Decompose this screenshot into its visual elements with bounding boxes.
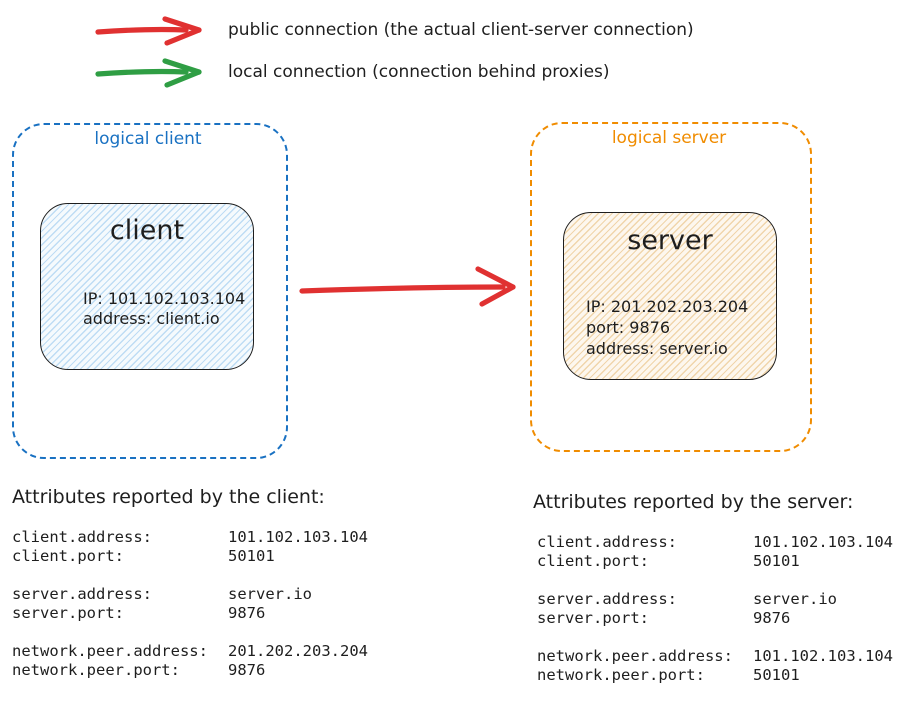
attr-row: network.peer.port: 9876 xyxy=(12,661,368,680)
attr-row: client.port: 50101 xyxy=(12,547,368,566)
attr-value: 101.102.103.104 xyxy=(753,533,893,551)
attr-value: server.io xyxy=(753,590,837,608)
attr-key: server.address: xyxy=(12,585,152,603)
attr-group: client.address: 101.102.103.104 client.po… xyxy=(537,533,893,571)
attr-key: network.peer.address: xyxy=(537,647,733,665)
client-node-title: client xyxy=(109,215,185,246)
attr-value: 9876 xyxy=(753,609,791,627)
server-node-line-port: port: 9876 xyxy=(586,318,670,337)
attr-key: client.port: xyxy=(12,547,124,565)
attr-row: network.peer.port: 50101 xyxy=(537,666,893,685)
attr-key: server.port: xyxy=(12,604,124,622)
logical-server-label: logical server xyxy=(611,128,727,148)
public-connection-arrow-icon xyxy=(95,16,202,46)
attr-key: network.peer.address: xyxy=(12,642,208,660)
legend-label-local: local connection (connection behind prox… xyxy=(228,62,610,82)
attr-group: client.address: 101.102.103.104 client.po… xyxy=(12,528,368,566)
attr-key: server.port: xyxy=(537,609,649,627)
attr-row: server.address: server.io xyxy=(12,585,368,604)
attr-group: server.address: server.io server.port: 987… xyxy=(537,590,893,628)
attr-row: server.address: server.io xyxy=(537,590,893,609)
server-attrs-table: client.address: 101.102.103.104 client.po… xyxy=(537,533,893,685)
local-connection-arrow-icon xyxy=(95,58,202,88)
attr-value: 9876 xyxy=(228,604,266,622)
attr-key: network.peer.port: xyxy=(12,661,180,679)
attr-row: network.peer.address: 101.102.103.104 xyxy=(537,647,893,666)
attr-group: network.peer.address: 201.202.203.204 net… xyxy=(12,642,368,680)
attr-value: 101.102.103.104 xyxy=(228,528,368,546)
client-attrs-heading: Attributes reported by the client: xyxy=(12,486,325,508)
attr-key: server.address: xyxy=(537,590,677,608)
attr-row: network.peer.address: 201.202.203.204 xyxy=(12,642,368,661)
attr-key: client.address: xyxy=(12,528,152,546)
attr-value: 101.102.103.104 xyxy=(753,647,893,665)
server-node: server IP: 201.202.203.204 port: 9876 ad… xyxy=(563,212,777,380)
attr-value: 50101 xyxy=(228,547,275,565)
client-attrs-table: client.address: 101.102.103.104 client.po… xyxy=(12,528,368,680)
client-node-line-address: address: client.io xyxy=(83,309,220,328)
attr-value: 50101 xyxy=(753,666,800,684)
server-node-line-address: address: server.io xyxy=(586,339,728,358)
logical-client-box xyxy=(12,123,288,459)
attr-group: server.address: server.io server.port: 987… xyxy=(12,585,368,623)
client-node-line-ip: IP: 101.102.103.104 xyxy=(83,289,246,308)
attr-row: client.address: 101.102.103.104 xyxy=(12,528,368,547)
attr-row: server.port: 9876 xyxy=(537,609,893,628)
attr-row: server.port: 9876 xyxy=(12,604,368,623)
attr-value: 50101 xyxy=(753,552,800,570)
attr-group: network.peer.address: 101.102.103.104 net… xyxy=(537,647,893,685)
client-node: client IP: 101.102.103.104 address: clie… xyxy=(40,203,254,370)
server-node-line-ip: IP: 201.202.203.204 xyxy=(586,297,749,316)
attr-key: network.peer.port: xyxy=(537,666,705,684)
attr-value: 201.202.203.204 xyxy=(228,642,368,660)
logical-client-label: logical client xyxy=(94,129,202,149)
attr-key: client.port: xyxy=(537,552,649,570)
attr-key: client.address: xyxy=(537,533,677,551)
legend-label-public: public connection (the actual client-ser… xyxy=(228,20,694,40)
attr-row: client.address: 101.102.103.104 xyxy=(537,533,893,552)
attr-value: 9876 xyxy=(228,661,266,679)
attr-row: client.port: 50101 xyxy=(537,552,893,571)
client-to-server-arrow-icon xyxy=(299,266,516,307)
server-attrs-heading: Attributes reported by the server: xyxy=(533,491,854,513)
server-node-title: server xyxy=(627,225,713,256)
logical-server-box xyxy=(530,122,812,452)
attr-value: server.io xyxy=(228,585,312,603)
